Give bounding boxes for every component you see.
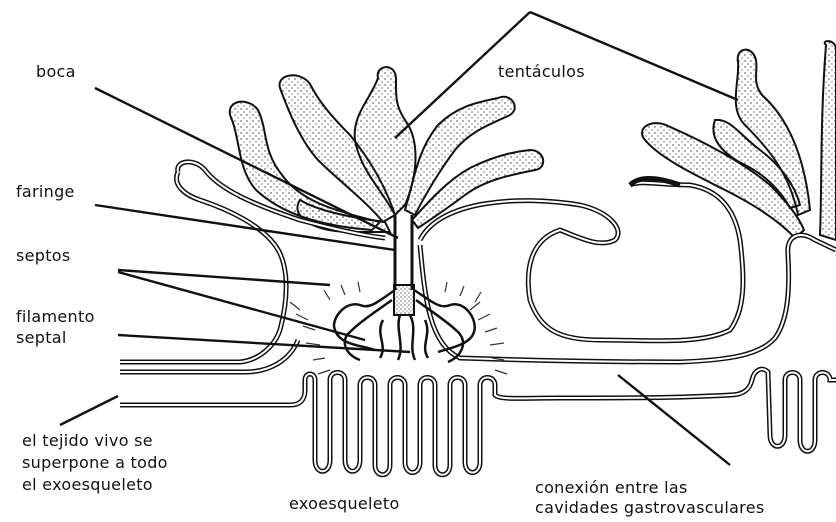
label-filamento-line2: septal — [16, 327, 67, 348]
leader-conexion — [618, 375, 730, 465]
tentacles-left-polyp — [230, 67, 543, 232]
leader-septos-1 — [118, 270, 330, 285]
label-exoesqueleto: exoesqueleto — [289, 493, 400, 514]
pharynx — [394, 215, 414, 315]
label-filamento-line1: filamento — [16, 306, 95, 327]
label-tejido-line3: el exoesqueleto — [22, 474, 153, 495]
label-conexion-line1: conexión entre las — [535, 477, 688, 498]
label-conexion-line2: cavidades gastrovasculares — [535, 497, 765, 518]
label-faringe: faringe — [16, 181, 75, 202]
leader-tejido — [60, 396, 118, 425]
label-tejido-line1: el tejido vivo se — [22, 430, 153, 451]
leader-septos-2 — [118, 272, 365, 340]
label-tentaculos: tentáculos — [498, 61, 585, 82]
label-septos: septos — [16, 245, 71, 266]
label-tejido-line2: superpone a todo — [22, 452, 168, 473]
leader-tentaculos-right — [530, 12, 738, 100]
exoskeleton-base — [120, 369, 836, 475]
label-boca: boca — [36, 61, 76, 82]
